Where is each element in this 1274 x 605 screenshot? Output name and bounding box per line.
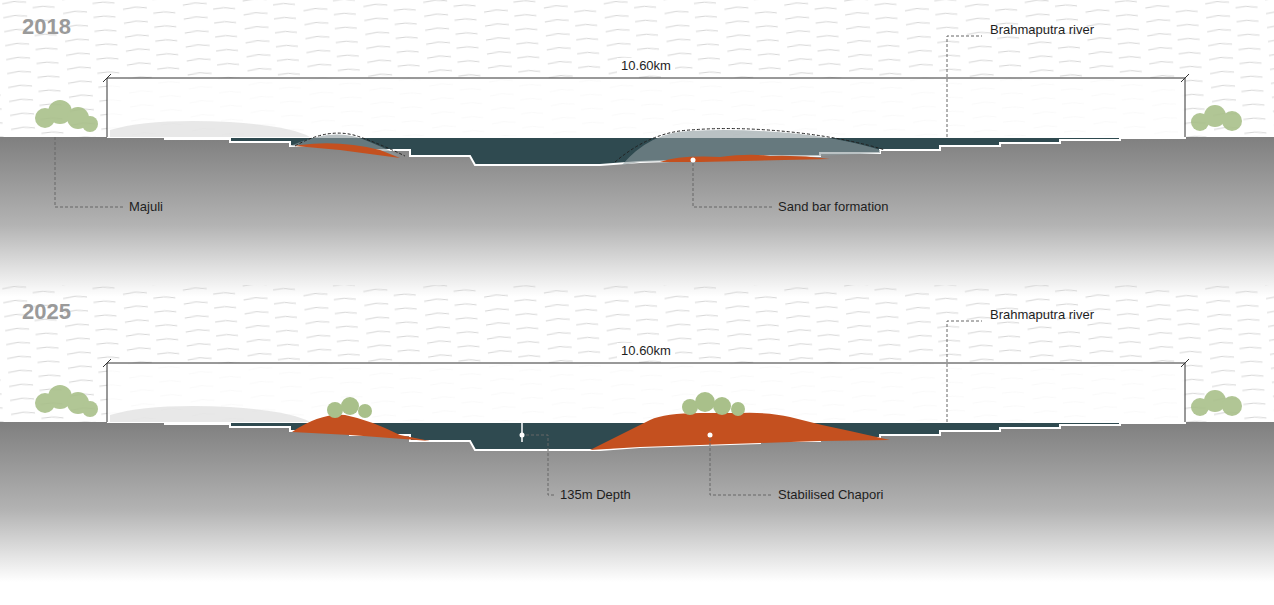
river-callout: Brahmaputra river xyxy=(990,22,1094,38)
year-heading: 2025 xyxy=(22,299,71,325)
river-callout: Brahmaputra river xyxy=(990,307,1094,323)
year-heading: 2018 xyxy=(22,14,71,40)
dimension-label: 10.60km xyxy=(617,58,675,74)
feature-callout: Sand bar formation xyxy=(778,199,889,215)
feature-callout: Stabilised Chapori xyxy=(778,487,884,503)
depth-callout: 135m Depth xyxy=(560,487,631,503)
island-callout: Majuli xyxy=(129,199,163,215)
dimension-label: 10.60km xyxy=(617,343,675,359)
